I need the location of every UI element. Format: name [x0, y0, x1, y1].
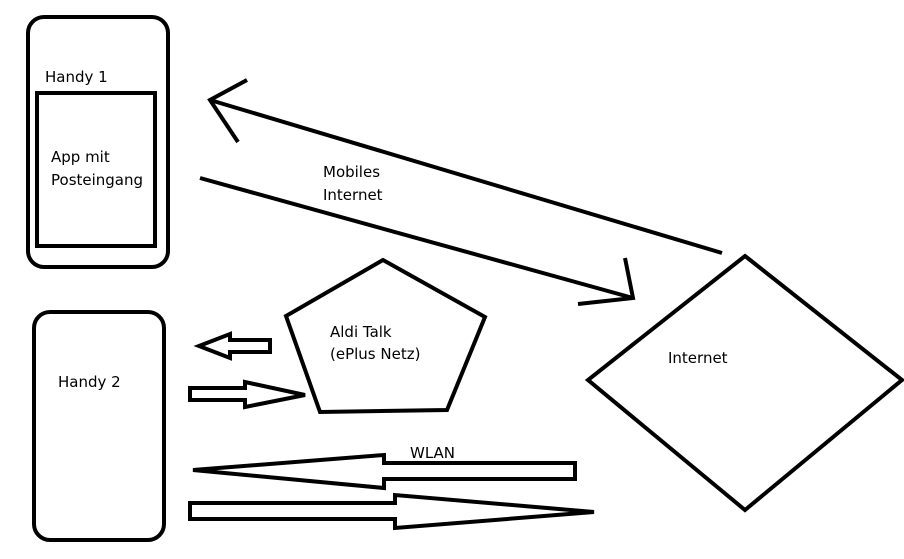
- provider-label-line1: Aldi Talk: [330, 323, 392, 341]
- handy-1-label: Handy 1: [45, 68, 108, 86]
- provider-label-line2: (ePlus Netz): [330, 345, 420, 363]
- handy-1: Handy 1 App mit Posteingang: [26, 15, 170, 269]
- handy-1-screen: [35, 91, 157, 248]
- internet-diamond: [584, 253, 904, 513]
- mobile-internet-label-line1: Mobiles: [323, 163, 380, 181]
- provider-send-arrow: [188, 379, 306, 410]
- provider-return-arrow: [193, 331, 272, 361]
- provider-node: Aldi Talk (ePlus Netz): [283, 257, 488, 415]
- wlan-label: WLAN: [410, 444, 455, 462]
- internet-node: Internet: [584, 253, 904, 513]
- mobile-return-arrow-shaft: [209, 98, 723, 255]
- mobile-send-arrow-shaft: [199, 176, 634, 300]
- handy-2-label: Handy 2: [58, 373, 121, 391]
- handy-1-screen-label-line1: App mit: [51, 148, 110, 166]
- internet-label: Internet: [668, 349, 728, 367]
- provider-link: [188, 331, 306, 410]
- wlan-link: WLAN: [188, 444, 595, 531]
- wlan-return-arrow: [192, 452, 577, 491]
- mobile-return-arrow-head: [207, 78, 248, 144]
- wlan-send-arrow: [188, 492, 595, 531]
- mobile-send-arrow-head: [577, 257, 636, 306]
- mobile-internet-label-line2: Internet: [323, 186, 383, 204]
- provider-pentagon: [283, 257, 488, 415]
- handy-2-body: [32, 310, 166, 542]
- handy-1-screen-label-line2: Posteingang: [51, 171, 143, 189]
- handy-2: Handy 2: [32, 310, 166, 542]
- mobile-internet-link: Mobiles Internet: [199, 78, 723, 306]
